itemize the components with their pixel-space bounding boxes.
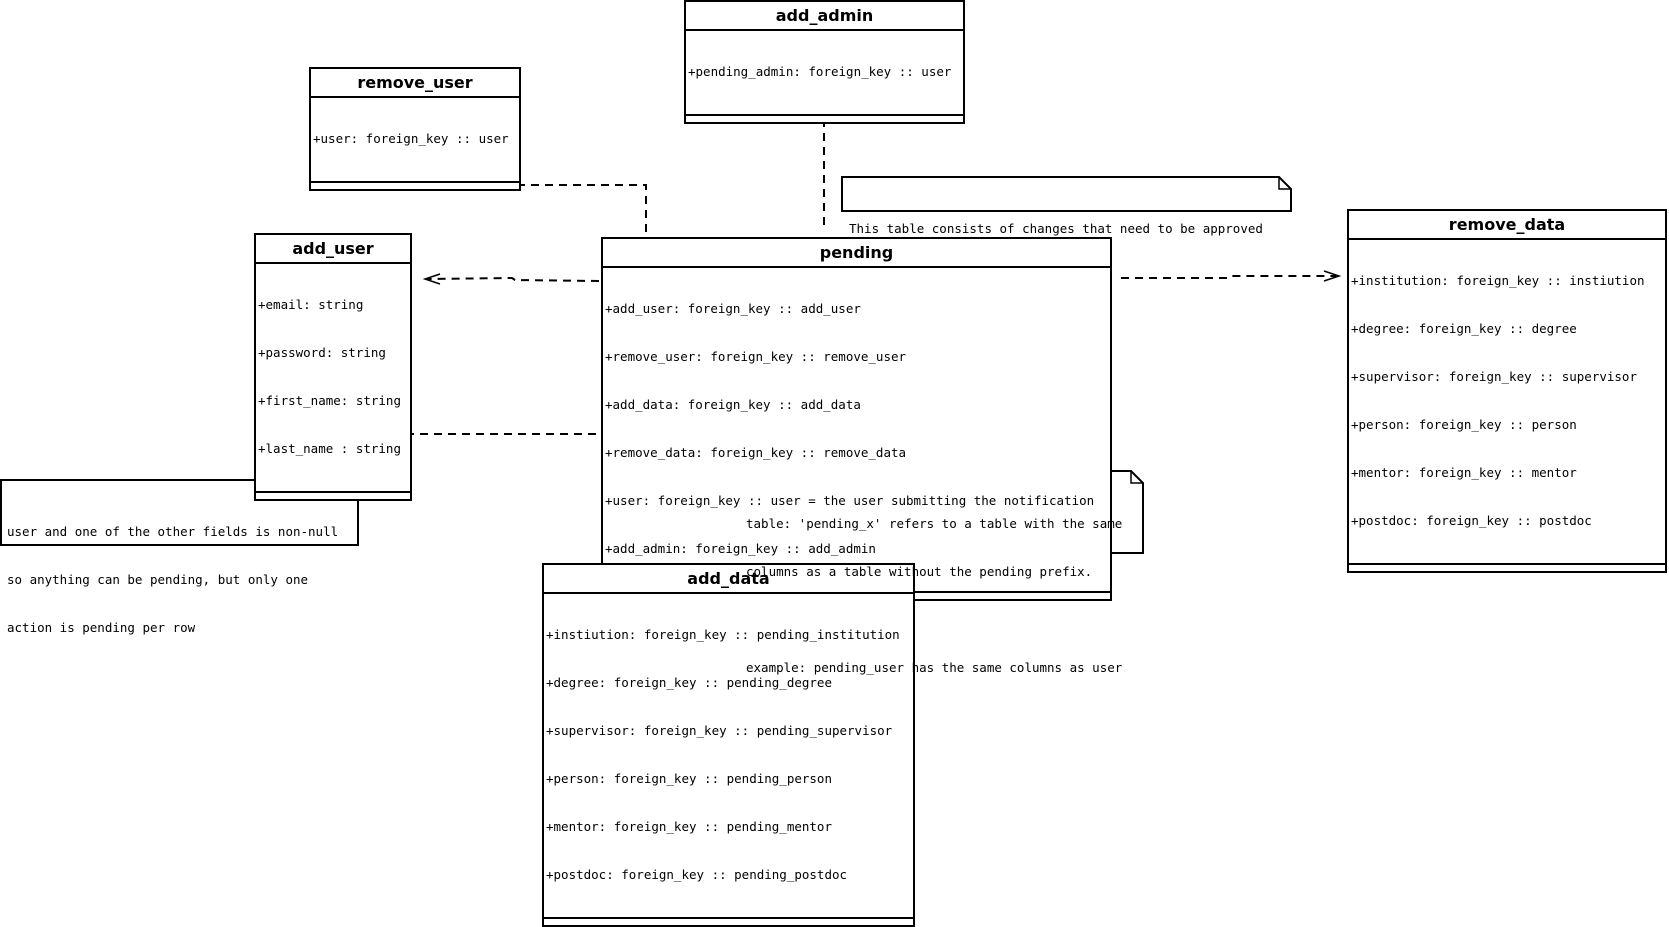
class-remove-data-operations (1349, 565, 1665, 571)
dependency-pending-to-add-user (426, 276, 600, 282)
attribute-row: +pending_admin: foreign_key :: user (688, 64, 952, 79)
class-add-admin-operations (686, 116, 963, 122)
attribute-row: +user: foreign_key :: user = the user su… (605, 493, 1095, 508)
class-add-user-name: add_user (256, 235, 410, 264)
arrowhead-add-user (422, 273, 441, 285)
class-remove-user-attributes: +user: foreign_key :: user (311, 98, 519, 183)
class-add-admin-name: add_admin (686, 2, 963, 31)
class-remove-user: remove_user +user: foreign_key :: user (309, 67, 521, 191)
dependency-pending-to-remove-data (1121, 275, 1336, 279)
attribute-row: +add_data: foreign_key :: add_data (605, 397, 861, 412)
attribute-row: +degree: foreign_key :: pending_degree (546, 675, 832, 690)
attribute-row: +person: foreign_key :: pending_person (546, 771, 832, 786)
attribute-row: +user: foreign_key :: user (313, 131, 509, 146)
attribute-row: +remove_data: foreign_key :: remove_data (605, 445, 907, 460)
attribute-row: +institution: foreign_key :: instiution (1351, 273, 1645, 288)
note-line (746, 612, 1122, 628)
note-line: table: 'pending_x' refers to a table wit… (746, 516, 1123, 531)
note-prefix-fold (1130, 471, 1143, 484)
class-remove-data-name: remove_data (1349, 211, 1665, 240)
note-line: example: pending_user has the same colum… (746, 660, 1123, 675)
class-remove-user-operations (311, 183, 519, 189)
class-add-user-attributes: +email: string +password: string +first_… (256, 264, 410, 493)
attribute-row: +remove_user: foreign_key :: remove_user (605, 349, 907, 364)
note-line: This table consists of changes that need… (849, 221, 1263, 236)
attribute-row: +instiution: foreign_key :: pending_inst… (546, 627, 900, 642)
attribute-row: +supervisor: foreign_key :: supervisor (1351, 369, 1637, 384)
attribute-row: +mentor: foreign_key :: pending_mentor (546, 819, 832, 834)
class-pending: pending +add_user: foreign_key :: add_us… (601, 237, 1112, 601)
class-remove-data-attributes: +institution: foreign_key :: instiution … (1349, 240, 1665, 565)
attribute-row: +postdoc: foreign_key :: pending_postdoc (546, 867, 848, 882)
note-approval-fold (1278, 177, 1291, 190)
class-add-data-name: add_data (544, 565, 913, 594)
attribute-row: +supervisor: foreign_key :: pending_supe… (546, 723, 893, 738)
class-pending-name: pending (603, 239, 1110, 268)
class-add-data-operations (544, 919, 913, 925)
class-add-admin-attributes: +pending_admin: foreign_key :: user (686, 31, 963, 116)
class-add-admin: add_admin +pending_admin: foreign_key ::… (684, 0, 965, 124)
note-non-null-text: user and one of the other fields is non-… (7, 492, 338, 652)
note-line: columns as a table without the pending p… (746, 564, 1093, 579)
attribute-row: +first_name: string (258, 393, 401, 408)
note-prefix-text: table: 'pending_x' refers to a table wit… (746, 484, 1122, 692)
attribute-row: +add_user: foreign_key :: add_user (605, 301, 861, 316)
attribute-row: +password: string (258, 345, 386, 360)
attribute-row: +degree: foreign_key :: degree (1351, 321, 1577, 336)
note-line: action is pending per row (7, 620, 196, 635)
attribute-row: +add_admin: foreign_key :: add_admin (605, 541, 876, 556)
note-approval-text: This table consists of changes that need… (849, 189, 1263, 253)
note-line: user and one of the other fields is non-… (7, 524, 339, 539)
note-approval-shape (841, 176, 1292, 212)
note-line: so anything can be pending, but only one (7, 572, 309, 587)
attribute-row: +mentor: foreign_key :: mentor (1351, 465, 1577, 480)
attribute-row: +last_name : string (258, 441, 401, 456)
attribute-row: +email: string (258, 297, 364, 312)
class-remove-data: remove_data +institution: foreign_key ::… (1347, 209, 1667, 573)
class-remove-user-name: remove_user (311, 69, 519, 98)
attribute-row: +postdoc: foreign_key :: postdoc (1351, 513, 1592, 528)
attribute-row: +person: foreign_key :: person (1351, 417, 1577, 432)
arrowhead-remove-data (1323, 270, 1342, 282)
class-add-user: add_user +email: string +password: strin… (254, 233, 412, 501)
